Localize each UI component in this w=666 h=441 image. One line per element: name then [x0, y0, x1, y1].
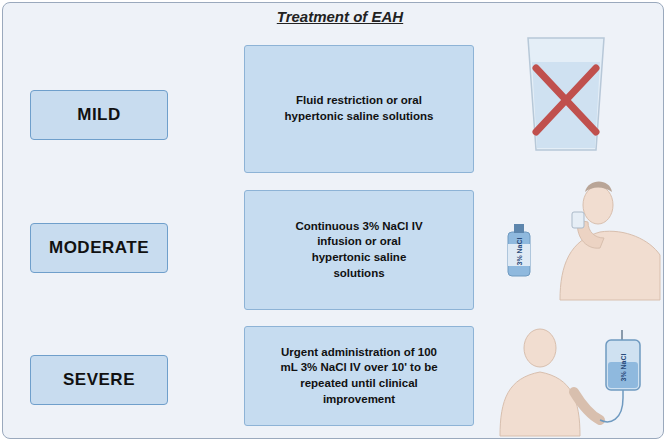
glass-icon — [528, 38, 604, 150]
treatment-text: Fluid restriction or oral hypertonic sal… — [284, 93, 434, 124]
bottle-label: 3% NaCl — [619, 353, 626, 381]
severity-label: MILD — [77, 105, 121, 125]
treatment-box: Continuous 3% NaCl IV infusion or oral h… — [244, 190, 474, 310]
treatment-box: Urgent administration of 100 mL 3% NaCl … — [244, 326, 474, 426]
diagram-title: Treatment of EAH — [180, 8, 500, 25]
treatment-box: Fluid restriction or oral hypertonic sal… — [244, 45, 474, 173]
severity-box: MILD — [30, 90, 168, 140]
treatment-text: Continuous 3% NaCl IV infusion or oral h… — [289, 219, 429, 281]
bottle-label: 3% NaCl — [515, 237, 522, 265]
treatment-text: Urgent administration of 100 mL 3% NaCl … — [279, 345, 439, 407]
severity-label: MODERATE — [49, 238, 149, 258]
severity-label: SEVERE — [63, 370, 135, 390]
severity-box: SEVERE — [30, 355, 168, 405]
drinking-man — [508, 182, 660, 301]
iv-patient — [500, 329, 640, 436]
severity-box: MODERATE — [30, 223, 168, 273]
